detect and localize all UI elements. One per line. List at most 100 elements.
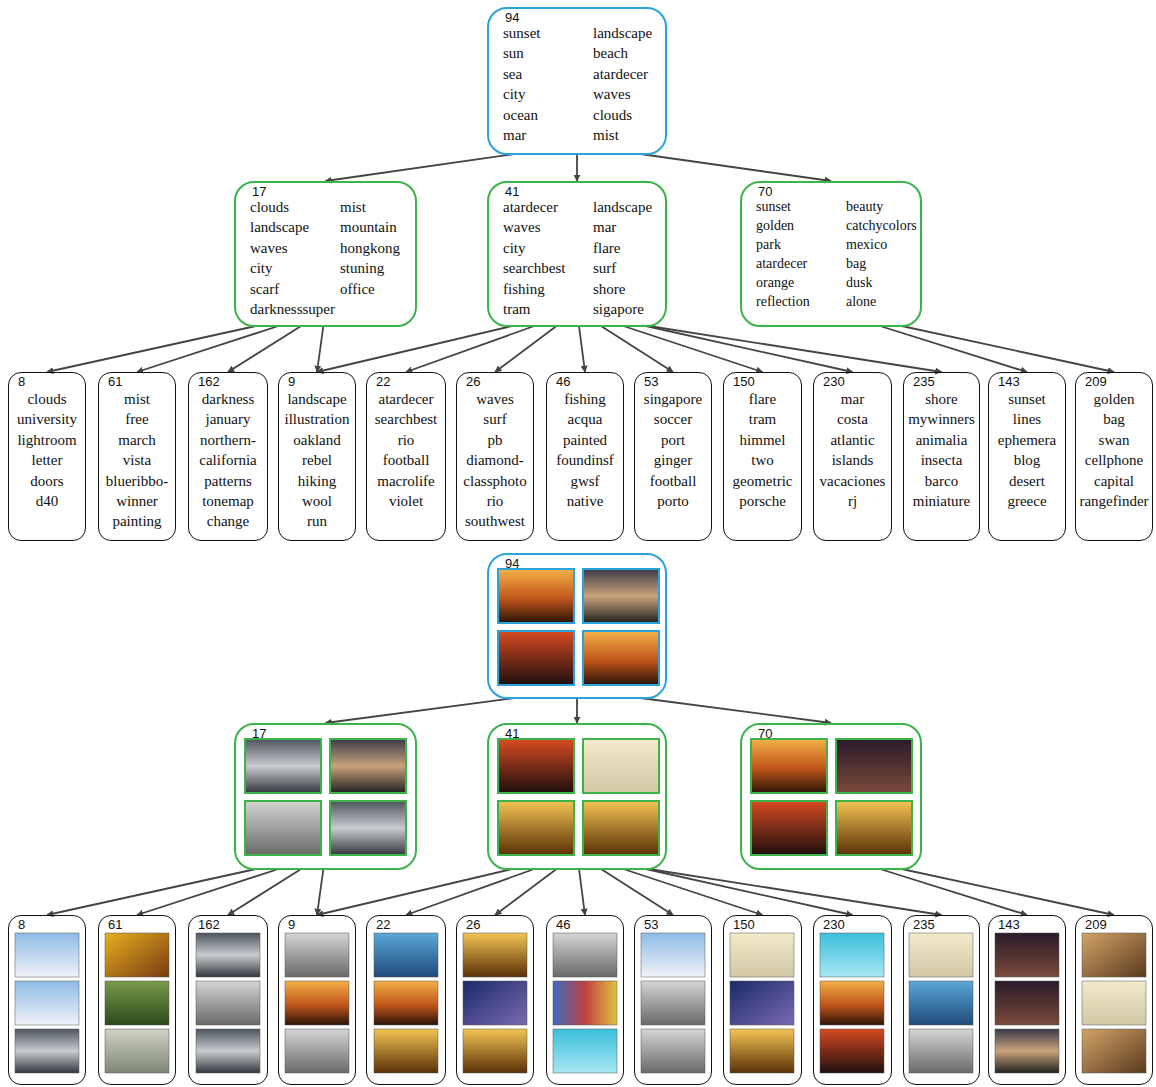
tag-word: waves [503, 217, 565, 237]
branch-topic-box: 17 [234, 723, 417, 870]
tag-word: clouds [11, 389, 83, 409]
word-column: shoremywinnersanimaliainsectabarcominiat… [906, 389, 977, 511]
tag-word: rj [816, 491, 889, 511]
topic-number: 46 [556, 374, 570, 389]
tag-word: city [503, 238, 565, 258]
word-column: darknessjanuarynorthern-californiapatter… [191, 389, 265, 532]
tag-word: surf [459, 409, 531, 429]
leaf-topic-box: 46fishingacquapaintedfoundinsfgwsfnative [546, 372, 624, 541]
tag-word: reflection [756, 292, 810, 311]
word-column: cloudsuniversitylightroomletterdoorsd40 [11, 389, 83, 511]
tag-word: macrolife [369, 471, 443, 491]
tag-word: park [756, 235, 810, 254]
tag-word: capital [1078, 471, 1150, 491]
word-column: mistmountainhongkongstuningoffice [340, 197, 400, 299]
leaf-topic-box: 26 [456, 915, 534, 1085]
tree-arrow [646, 869, 853, 915]
tag-word: porsche [726, 491, 799, 511]
tree-arrow [228, 326, 301, 372]
tag-word: wool [281, 491, 353, 511]
word-column: landscapeillustrationoaklandrebelhikingw… [281, 389, 353, 532]
topic-number: 230 [823, 917, 845, 932]
word-column: sunsetlinesephemerablogdesertgreece [991, 389, 1063, 511]
tag-word: flare [726, 389, 799, 409]
topic-number: 41 [505, 726, 519, 741]
tag-word: sunset [756, 197, 810, 216]
leaf-topic-box: 150 [723, 915, 802, 1085]
tree-arrow [902, 869, 1114, 915]
tag-word: sun [503, 43, 541, 63]
topic-number: 143 [998, 374, 1020, 389]
word-column: mistfreemarchvistablueribbo-winnerpainti… [101, 389, 173, 532]
topic-number: 70 [758, 726, 772, 741]
topic-number: 230 [823, 374, 845, 389]
topic-number: 94 [505, 556, 519, 571]
topic-number: 143 [998, 917, 1020, 932]
tag-word: rangefinder [1078, 491, 1150, 511]
tree-arrow [579, 869, 585, 915]
tag-word: bag [1078, 409, 1150, 429]
leaf-topic-box: 8 [8, 915, 86, 1085]
tag-word: oakland [281, 430, 353, 450]
tag-word: animalia [906, 430, 977, 450]
tag-word: blog [991, 450, 1063, 470]
leaf-topic-box: 61mistfreemarchvistablueribbo-winnerpain… [98, 372, 176, 541]
topic-number: 53 [644, 374, 658, 389]
topic-number: 70 [758, 184, 772, 199]
tag-word: catchycolors [846, 216, 917, 235]
tag-word: southwest [459, 511, 531, 531]
tag-word: march [101, 430, 173, 450]
tag-word: searchbest [369, 409, 443, 429]
tree-arrow [646, 326, 853, 372]
tag-word: hiking [281, 471, 353, 491]
tag-word: barco [906, 471, 977, 491]
tag-word: fishing [503, 279, 565, 299]
word-column: landscapebeachatardecerwavescloudsmist [593, 23, 652, 145]
topic-number: 162 [198, 917, 220, 932]
tag-word: bag [846, 254, 917, 273]
leaf-topic-box: 235 [903, 915, 980, 1085]
tag-word: lightroom [11, 430, 83, 450]
branch-topic-box: 41atardecerwavescitysearchbestfishingtra… [487, 181, 667, 327]
tag-word: painted [549, 430, 621, 450]
tag-word: mar [816, 389, 889, 409]
topic-number: 8 [18, 917, 25, 932]
word-column: cloudslandscapewavescityscarfdarknesssup… [250, 197, 335, 319]
leaf-topic-box: 53singaporesoccerportgingerfootballporto [634, 372, 712, 541]
topic-number: 9 [288, 917, 295, 932]
tag-word: northern-california [191, 430, 265, 471]
tag-word: flare [593, 238, 652, 258]
tag-word: run [281, 511, 353, 531]
tag-word: doors [11, 471, 83, 491]
tag-word: port [637, 430, 709, 450]
tag-word: searchbest [503, 258, 565, 278]
leaf-topic-box: 22atardecersearchbestriofootballmacrolif… [366, 372, 446, 541]
tag-word: atardecer [503, 197, 565, 217]
tag-word: vista [101, 450, 173, 470]
leaf-topic-box: 22 [366, 915, 446, 1085]
tag-word: fishing [549, 389, 621, 409]
tree-arrow [579, 326, 585, 372]
tag-word: mexico [846, 235, 917, 254]
topic-number: 9 [288, 374, 295, 389]
tree-arrow [326, 698, 515, 723]
tag-word: singapore [637, 389, 709, 409]
tag-word: change [191, 511, 265, 531]
tag-word: atlantic [816, 430, 889, 450]
topic-number: 209 [1085, 374, 1107, 389]
leaf-topic-box: 9 [278, 915, 356, 1085]
root-topic-box: 94 [487, 553, 667, 699]
word-column: landscapemarflaresurfshoresigapore [593, 197, 652, 319]
tag-word: soccer [637, 409, 709, 429]
tag-word: clouds [593, 105, 652, 125]
tag-word: mist [340, 197, 400, 217]
topic-number: 150 [733, 917, 755, 932]
tag-word: porto [637, 491, 709, 511]
tree-arrow [137, 869, 278, 915]
tag-word: rio [459, 491, 531, 511]
tag-word: lines [991, 409, 1063, 429]
tag-word: tram [503, 299, 565, 319]
topic-number: 150 [733, 374, 755, 389]
leaf-topic-box: 162darknessjanuarynorthern-californiapat… [188, 372, 268, 541]
